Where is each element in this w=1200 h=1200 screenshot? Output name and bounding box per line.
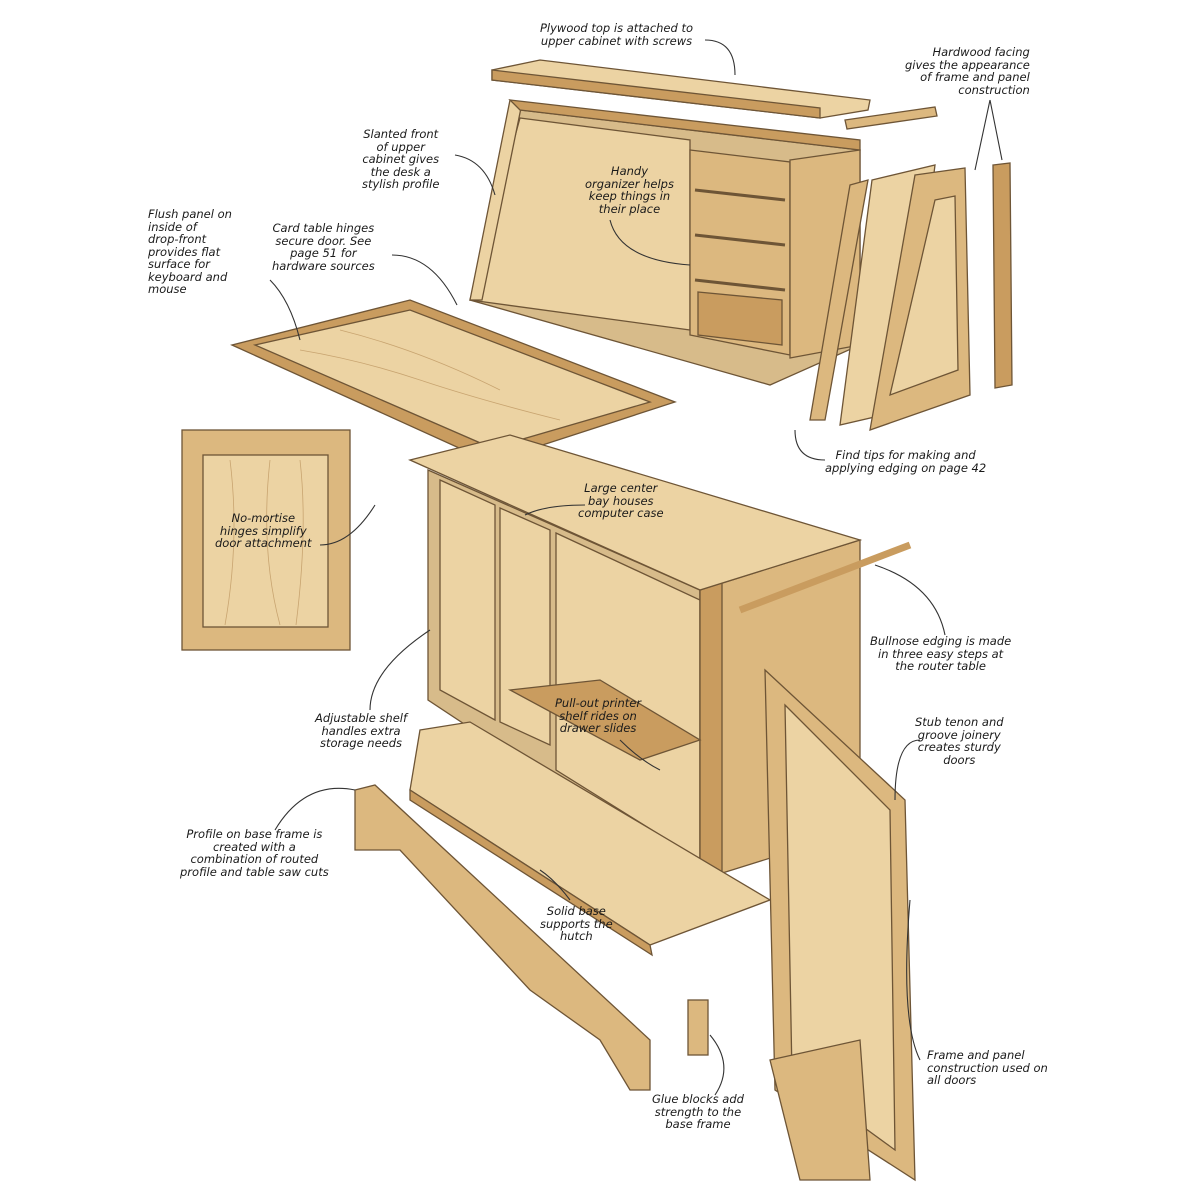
callout-solid-base: Solid base supports the hutch (540, 904, 613, 943)
callout-flush-panel: Flush panel on inside of drop-front prov… (148, 207, 232, 296)
callout-bullnose-edging: Bullnose edging is made in three easy st… (870, 634, 1012, 673)
callout-adjustable-shelf: Adjustable shelf handles extra storage n… (315, 711, 408, 750)
plywood-top (491, 59, 871, 119)
glue-block (687, 999, 709, 1056)
callout-plywood-top: Plywood top is attached to upper cabinet… (540, 21, 694, 48)
callout-frame-panel-doors: Frame and panel construction used on all… (927, 1048, 1048, 1087)
callout-printer-shelf: Pull-out printer shelf rides on drawer s… (555, 696, 642, 735)
callout-base-profile: Profile on base frame is created with a … (180, 827, 329, 879)
facing-strip (844, 106, 938, 130)
upper-cabinet (469, 99, 861, 386)
leader-lines (269, 39, 1003, 1096)
side-facing-pieces (809, 162, 1013, 431)
solid-base (409, 721, 772, 957)
right-base-pieces (769, 1039, 871, 1181)
left-door (181, 429, 351, 651)
callout-card-table-hinges: Card table hinges secure door. See page … (272, 221, 375, 273)
callout-stub-tenon: Stub tenon and groove joinery creates st… (915, 715, 1004, 767)
callout-slanted-front: Slanted front of upper cabinet gives the… (362, 127, 440, 191)
callout-center-bay: Large center bay houses computer case (578, 481, 664, 520)
drop-front-panel (230, 299, 677, 463)
callout-hardwood-facing: Hardwood facing gives the appearance of … (905, 45, 1030, 97)
callout-find-tips: Find tips for making and applying edging… (825, 448, 987, 475)
callout-handy-organizer: Handy organizer helps keep things in the… (585, 164, 674, 216)
base-frame (354, 784, 651, 1091)
callout-no-mortise-hinges: No-mortise hinges simplify door attachme… (215, 511, 312, 550)
callout-glue-blocks: Glue blocks add strength to the base fra… (652, 1092, 744, 1131)
lower-cabinet (408, 434, 912, 882)
